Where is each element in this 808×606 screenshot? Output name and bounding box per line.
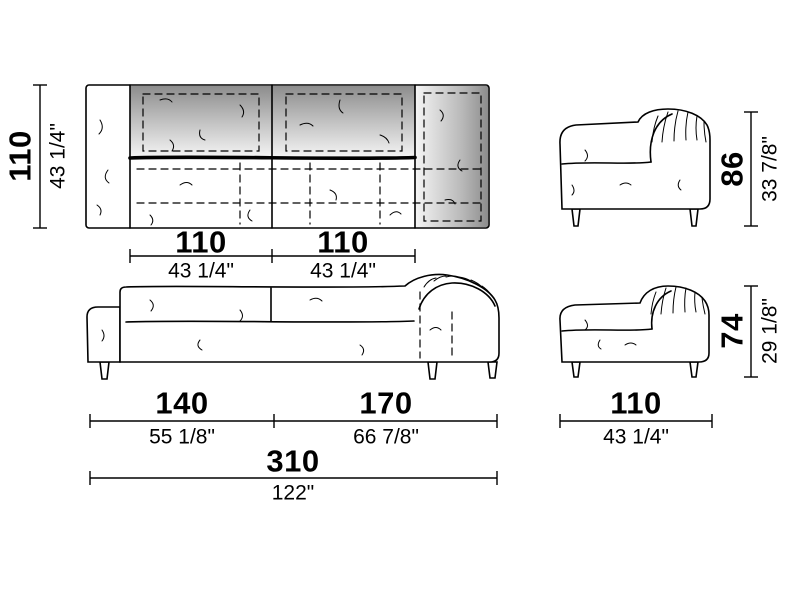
- plan-view-drawing: [85, 84, 490, 229]
- side-arm-roll-contour: [650, 290, 672, 330]
- front-leg-mid: [427, 361, 438, 380]
- plan-chaise-shading: [415, 86, 488, 227]
- front-seat-seam: [125, 320, 415, 323]
- front-view-drawing: [86, 273, 500, 380]
- plan-seat1-cm-label: 110: [175, 224, 227, 260]
- side-arm-leg-left: [571, 361, 581, 378]
- side-arm-fabric-texture: [584, 319, 637, 350]
- front-left-in-label: 55 1/8": [149, 425, 215, 449]
- front-headrest-hatching: [423, 275, 498, 305]
- arm-height-cm-label: 74: [714, 313, 750, 349]
- total-width-in-label: 122": [271, 481, 315, 505]
- plan-depth-cm-label: 110: [2, 130, 38, 182]
- side-arm-seat-seam: [561, 328, 653, 332]
- side-depth-in-label: 43 1/4": [603, 425, 669, 449]
- back-height-cm-label: 86: [714, 151, 750, 187]
- plan-outline: [85, 84, 490, 229]
- dimension-lines: [33, 84, 758, 485]
- arm-height-in-label: 29 1/8": [758, 298, 782, 364]
- side-back-leg-left: [571, 208, 581, 227]
- side-view-back-drawing: [559, 108, 711, 227]
- plan-seat2-in-label: 43 1/4": [310, 259, 376, 283]
- front-right-in-label: 66 7/8": [353, 425, 419, 449]
- front-dashed-chaise-lines: [419, 291, 453, 359]
- plan-backrest-front-edge: [128, 155, 417, 161]
- front-leg-left: [99, 361, 110, 380]
- plan-seat1-in-label: 43 1/4": [168, 259, 234, 283]
- side-back-roll-contour: [649, 113, 673, 163]
- plan-seat2-cm-label: 110: [317, 224, 369, 260]
- front-right-cm-label: 170: [359, 385, 413, 421]
- front-headrest-inner-contour: [418, 282, 496, 310]
- side-back-seat-seam: [561, 161, 652, 165]
- side-back-outline: [559, 108, 711, 210]
- side-back-fabric-texture: [571, 149, 682, 196]
- side-depth-cm-label: 110: [610, 385, 662, 421]
- back-height-in-label: 33 7/8": [758, 136, 782, 202]
- side-view-arm-drawing: [559, 285, 710, 378]
- plan-dashed-seams: [136, 92, 485, 225]
- front-fabric-texture: [101, 297, 442, 356]
- plan-fabric-texture: [96, 98, 463, 226]
- side-back-leg-right: [689, 208, 699, 227]
- side-arm-roll-hatching: [650, 286, 706, 315]
- front-leg-right: [487, 361, 498, 379]
- side-arm-outline: [559, 285, 710, 363]
- plan-depth-in-label: 43 1/4": [46, 123, 70, 189]
- total-width-cm-label: 310: [266, 443, 320, 479]
- side-arm-leg-right: [689, 361, 699, 378]
- front-body-outline: [119, 273, 500, 363]
- front-left-cm-label: 140: [155, 385, 209, 421]
- side-back-roll-hatching: [651, 110, 707, 143]
